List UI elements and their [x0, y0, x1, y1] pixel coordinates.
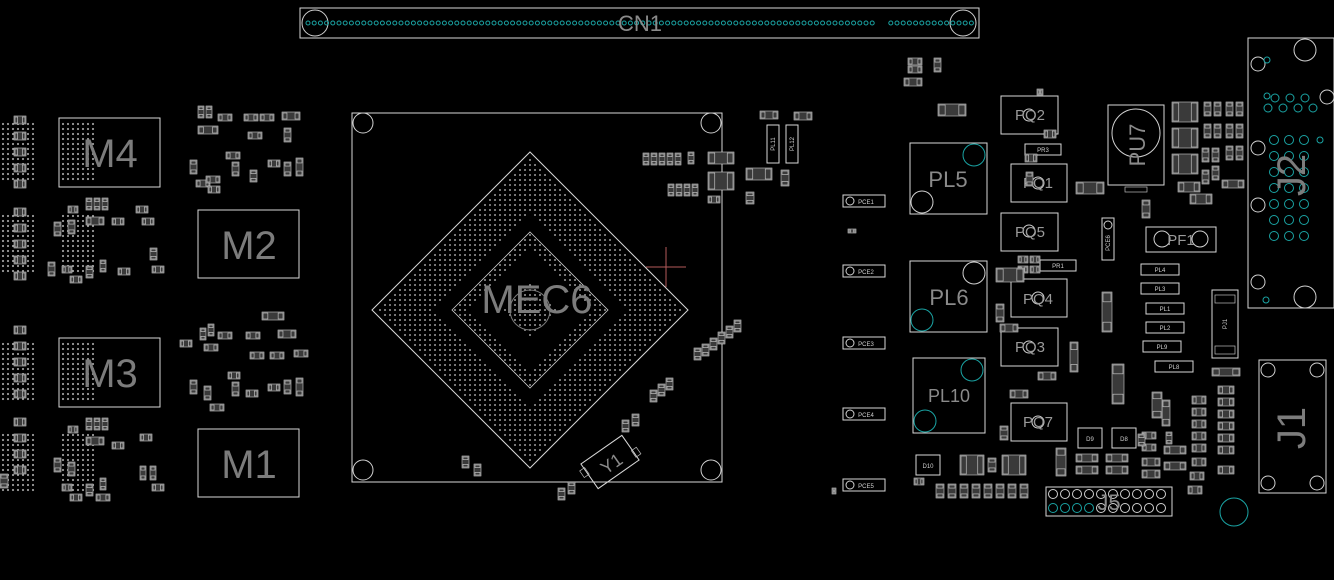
memory-m1[interactable] [1, 428, 300, 498]
inductor-pl10[interactable] [912, 357, 986, 434]
inductor-pl12[interactable]: PL12 [785, 124, 799, 164]
header-j5[interactable] [1045, 486, 1173, 517]
j2-label: J2 [1270, 154, 1314, 196]
processor-mec6[interactable] [351, 112, 723, 483]
pce6-label: PCE6 [1106, 235, 1112, 251]
pl11-label: PL11 [771, 137, 777, 151]
inductor-pl4[interactable]: PL4 [1140, 263, 1180, 276]
j5-label: J5 [1097, 490, 1120, 515]
inductor-pl6[interactable] [909, 260, 988, 333]
pl1-label: PL1 [1160, 307, 1171, 313]
inductor-pl3[interactable]: PL3 [1140, 282, 1180, 295]
pce1-label: PCE1 [858, 200, 874, 206]
pl12-label: PL12 [790, 136, 796, 151]
diode-d10[interactable]: D10 [915, 454, 941, 476]
crystal-y1[interactable] [577, 433, 643, 492]
mosfet-pq4[interactable] [1010, 278, 1068, 318]
pl4-label: PL4 [1155, 268, 1166, 274]
mec6-label: MEC6 [481, 278, 592, 322]
capacitor-pce5[interactable]: PCE5 [842, 478, 886, 492]
m1-label: M1 [221, 443, 277, 487]
m2-label: M2 [221, 224, 277, 268]
pl2-label: PL2 [1160, 326, 1171, 332]
j2-vias [1263, 93, 1318, 241]
d9-label: D9 [1086, 437, 1094, 443]
pl3-label: PL3 [1155, 287, 1166, 293]
memory-m4[interactable] [1, 117, 161, 188]
m3-label: M3 [82, 352, 138, 396]
inductor-pl9[interactable]: PL9 [1142, 340, 1182, 353]
smd-passives [0, 57, 1245, 502]
pq7-label: PQ7 [1023, 414, 1053, 431]
resistor-pr1[interactable]: PR1 [1039, 259, 1077, 272]
capacitor-pce6[interactable]: PCE6 [1101, 217, 1115, 261]
y1-label: Y1 [597, 449, 627, 478]
placement-marker [509, 247, 686, 331]
d8-label: D8 [1120, 437, 1128, 443]
regulator-pu7[interactable] [1107, 104, 1165, 193]
pq3-label: PQ3 [1015, 339, 1045, 356]
capacitor-pce3[interactable]: PCE3 [842, 336, 886, 350]
j1-label: J1 [1270, 407, 1314, 449]
capacitor-pce4[interactable]: PCE4 [842, 407, 886, 421]
pq2-label: PQ2 [1015, 107, 1045, 124]
d10-label: D10 [922, 464, 934, 470]
connector-j2[interactable] [1247, 37, 1334, 309]
inductor-pl1[interactable]: PL1 [1145, 302, 1185, 315]
pce2-label: PCE2 [858, 270, 874, 276]
inductor-pl2[interactable]: PL2 [1145, 321, 1185, 334]
pce3-label: PCE3 [858, 342, 874, 348]
connector-j1[interactable] [1219, 359, 1327, 527]
mec6-ball-grid [379, 159, 681, 461]
pq5-label: PQ5 [1015, 224, 1045, 241]
pr1-label: PR1 [1052, 264, 1064, 270]
resistor-pr3[interactable]: PR3 [1024, 143, 1062, 156]
pce4-label: PCE4 [858, 413, 874, 419]
cn1-pins [305, 20, 974, 26]
pf1-label: PF1 [1167, 232, 1195, 249]
inductor-pl8[interactable]: PL8 [1154, 360, 1194, 373]
pj1-label: PJ1 [1223, 318, 1229, 329]
mosfet-pq2[interactable] [1000, 95, 1059, 135]
jack-pj1[interactable] [1211, 289, 1239, 359]
teal-vias [1262, 56, 1324, 304]
m4-label: M4 [82, 132, 138, 176]
pce5-label: PCE5 [858, 484, 874, 490]
capacitor-pce2[interactable]: PCE2 [842, 264, 886, 278]
inductor-pl5[interactable] [909, 142, 988, 215]
pu7-label: PU7 [1125, 124, 1150, 167]
mosfet-pq7[interactable] [1010, 402, 1068, 442]
j5-pins [1048, 489, 1166, 513]
mosfet-pq3[interactable] [1000, 327, 1059, 367]
pr3-label: PR3 [1037, 148, 1049, 154]
pq4-label: PQ4 [1023, 291, 1053, 308]
pl9-label: PL9 [1157, 345, 1168, 351]
pl8-label: PL8 [1169, 365, 1180, 371]
pl6-label: PL6 [929, 285, 968, 310]
diode-d8[interactable]: D8 [1111, 427, 1137, 449]
diode-d9[interactable]: D9 [1077, 427, 1103, 449]
pl5-label: PL5 [928, 167, 967, 192]
mosfet-pq5[interactable] [1000, 212, 1059, 252]
inductor-pl11[interactable]: PL11 [766, 124, 780, 164]
pl10-label: PL10 [928, 386, 970, 406]
cn1-label: CN1 [618, 11, 662, 36]
fuse-pf1[interactable] [1145, 226, 1217, 253]
connector-cn1[interactable] [299, 7, 980, 39]
capacitor-pce1[interactable]: PCE1 [842, 194, 886, 208]
